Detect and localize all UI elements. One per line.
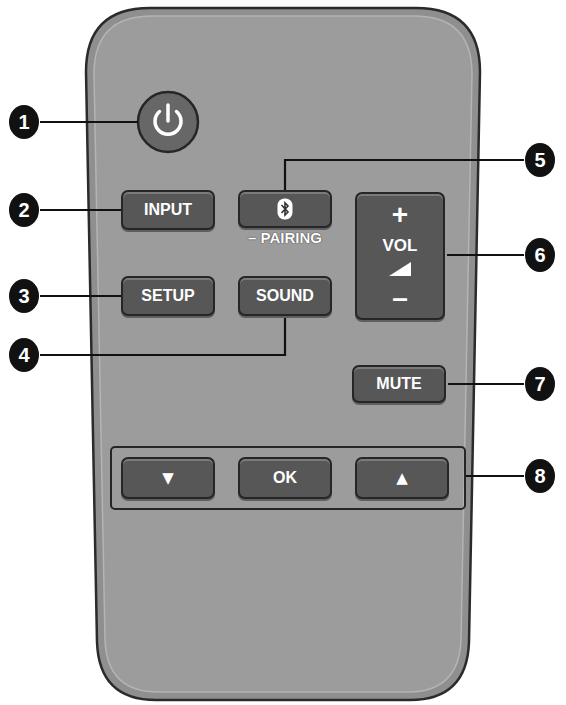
input-button: INPUT <box>121 190 215 230</box>
ok-button: OK <box>238 457 332 499</box>
callout-number: 6 <box>525 238 555 272</box>
button-label: SOUND <box>256 287 314 305</box>
down-button: ▼ <box>121 457 215 499</box>
volume-sign: + <box>392 200 408 231</box>
button-label: INPUT <box>144 201 192 219</box>
arrow-symbol: ▲ <box>396 470 408 487</box>
up-button: ▲ <box>355 457 449 499</box>
volume-sign: – <box>392 283 408 314</box>
button-label: SETUP <box>141 287 194 305</box>
button-group-outline <box>111 447 465 509</box>
sound-button: SOUND <box>238 276 332 316</box>
volume-ramp-symbol <box>388 261 412 277</box>
callout-number: 7 <box>525 367 555 401</box>
volume-button: + VOL – <box>355 192 445 320</box>
callout-number: 2 <box>9 193 39 227</box>
callout-number: 1 <box>9 105 39 139</box>
bluetooth-button: – PAIRING <box>238 190 332 228</box>
leader-lines <box>40 122 524 476</box>
button-sublabel: – PAIRING <box>248 230 322 247</box>
mute-button: MUTE <box>352 365 446 403</box>
callout-number: 5 <box>525 143 555 177</box>
power-button <box>138 92 198 152</box>
bluetooth-symbol <box>277 198 293 220</box>
button-label: MUTE <box>376 375 421 393</box>
callout-number: 3 <box>9 279 39 313</box>
callout-number: 8 <box>525 459 555 493</box>
arrow-symbol: ▼ <box>162 470 174 487</box>
callout-number: 4 <box>9 338 39 372</box>
button-label: OK <box>273 469 297 487</box>
button-label: VOL <box>383 237 418 256</box>
setup-button: SETUP <box>121 276 215 316</box>
